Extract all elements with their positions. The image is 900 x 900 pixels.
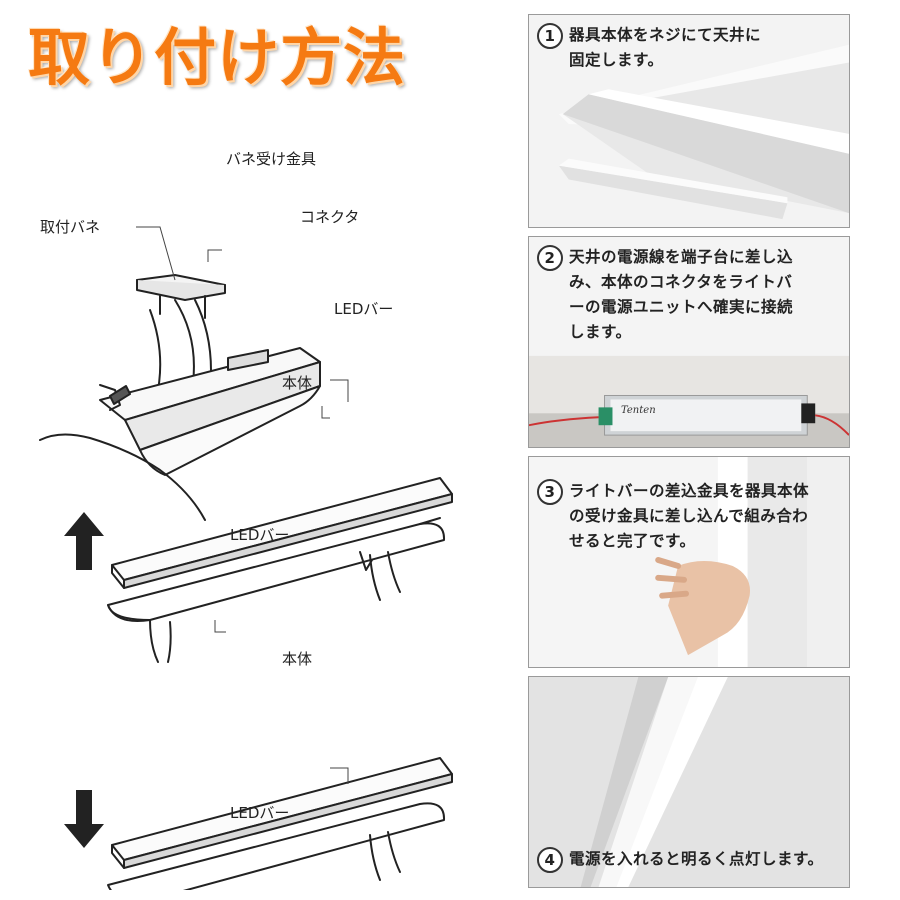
installation-diagram: バネ受け金具 取付バネ コネクタ LEDバー 本体 LEDバー 本体 LEDバー [0,100,510,890]
power-unit-brand: Tenten [621,405,656,416]
label-body-bottom: 本体 [282,650,313,668]
label-led-bar-top: LEDバー [334,300,394,318]
step-2-text: 天井の電源線を端子台に差し込 み、本体のコネクタをライトバ ーの電源ユニットへ確… [569,248,794,341]
label-connector: コネクタ [300,208,360,226]
label-body-mid: 本体 [282,374,313,392]
step-panel-3: 3 ライトバーの差込金具を器具本体 の受け金具に差し込んで組み合わ せると完了で… [528,456,850,668]
step-3-text: ライトバーの差込金具を器具本体 の受け金具に差し込んで組み合わ せると完了です。 [569,482,810,550]
step-3-photo [529,457,849,667]
step-1-text: 器具本体をネジにて天井に 固定します。 [569,26,762,69]
step-1-photo [529,15,849,227]
step-panel-2: Tenten 2 天井の電源線を端子台に差し込 み、本体のコネクタをライトバ ー… [528,236,850,448]
label-led-bar-mid: LEDバー [230,526,290,544]
step-panel-4: 4 電源を入れると明るく点灯します。 [528,676,850,888]
step-1-number: 1 [537,23,563,49]
up-arrow-icon [64,512,104,570]
step-4-caption: 4 電源を入れると明るく点灯します。 [537,847,823,873]
label-led-bar-bottom: LEDバー [230,804,290,822]
down-arrow-icon [64,790,104,848]
label-mount-spring: 取付バネ [40,218,101,236]
step-4-number: 4 [537,847,563,873]
step-3-caption: 3 ライトバーの差込金具を器具本体 の受け金具に差し込んで組み合わ せると完了で… [537,479,809,554]
step-panel-1: 1 器具本体をネジにて天井に 固定します。 [528,14,850,228]
diagram-drawing [39,226,453,890]
step-1-caption: 1 器具本体をネジにて天井に 固定します。 [537,23,761,73]
step-3-number: 3 [537,479,563,505]
step-4-photo [529,677,849,887]
step-4-text: 電源を入れると明るく点灯します。 [569,850,824,868]
page-title: 取り付け方法 [28,21,407,94]
step-2-number: 2 [537,245,563,271]
step-2-photo [529,237,849,447]
label-spring-bracket: バネ受け金具 [226,150,317,168]
step-2-caption: 2 天井の電源線を端子台に差し込 み、本体のコネクタをライトバ ーの電源ユニット… [537,245,793,345]
